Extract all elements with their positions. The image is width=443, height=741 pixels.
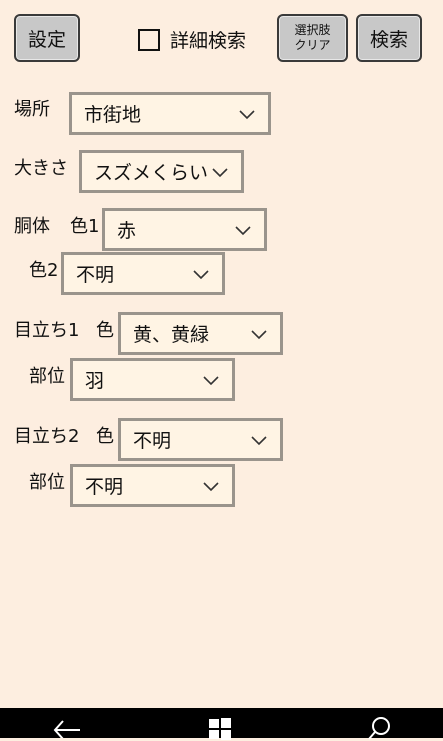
- feature1-color-dropdown[interactable]: 黄、黄緑: [118, 312, 283, 355]
- feature1-part-dropdown[interactable]: 羽: [70, 358, 235, 401]
- size-dropdown[interactable]: スズメくらい: [79, 150, 244, 193]
- search-button[interactable]: 検索: [356, 14, 422, 62]
- body-label: 胴体: [14, 216, 50, 237]
- clear-choices-line1: 選択肢: [294, 23, 331, 37]
- size-value: スズメくらい: [94, 162, 209, 184]
- detail-search-checkbox[interactable]: [138, 28, 160, 51]
- feature1-label: 目立ち1: [14, 320, 80, 341]
- body-color2-label: 色2: [29, 260, 59, 281]
- feature2-label: 目立ち2: [14, 426, 80, 447]
- place-dropdown[interactable]: 市街地: [69, 92, 271, 135]
- clear-choices-line2: クリア: [294, 38, 331, 52]
- chevron-down-icon: [251, 435, 267, 445]
- windows-start-icon[interactable]: [208, 717, 232, 741]
- chevron-down-icon: [193, 269, 209, 279]
- body-color1-dropdown[interactable]: 赤: [102, 208, 267, 251]
- body-color1-label: 色1: [70, 216, 100, 237]
- chevron-down-icon: [212, 167, 228, 177]
- feature1-part-label: 部位: [29, 366, 65, 387]
- system-navbar: [0, 708, 443, 741]
- feature2-color-dropdown[interactable]: 不明: [118, 418, 283, 461]
- feature1-part-value: 羽: [85, 370, 105, 392]
- body-color2-dropdown[interactable]: 不明: [61, 252, 225, 295]
- chevron-down-icon: [203, 375, 219, 385]
- body-color2-value: 不明: [76, 264, 115, 286]
- detail-search-label: 詳細検索: [170, 30, 247, 52]
- body-color1-value: 赤: [117, 220, 137, 242]
- settings-button-label: 設定: [27, 28, 66, 51]
- feature2-part-value: 不明: [85, 476, 124, 498]
- chevron-down-icon: [239, 109, 255, 119]
- search-icon[interactable]: [368, 716, 392, 740]
- feature1-color-value: 黄、黄緑: [133, 324, 210, 346]
- feature2-color-label: 色: [96, 426, 114, 447]
- feature2-color-value: 不明: [133, 430, 172, 452]
- chevron-down-icon: [235, 225, 251, 235]
- size-label: 大きさ: [14, 158, 68, 179]
- place-label: 場所: [14, 99, 50, 120]
- chevron-down-icon: [251, 329, 267, 339]
- feature2-part-label: 部位: [29, 472, 65, 493]
- detail-search-toggle[interactable]: 詳細検索: [138, 26, 246, 53]
- chevron-down-icon: [203, 481, 219, 491]
- feature2-part-dropdown[interactable]: 不明: [70, 464, 235, 507]
- back-arrow-icon[interactable]: [52, 718, 82, 738]
- search-button-label: 検索: [369, 28, 408, 51]
- settings-button[interactable]: 設定: [14, 14, 80, 62]
- place-value: 市街地: [84, 104, 142, 126]
- feature1-color-label: 色: [96, 320, 114, 341]
- clear-choices-button[interactable]: 選択肢 クリア: [277, 14, 348, 62]
